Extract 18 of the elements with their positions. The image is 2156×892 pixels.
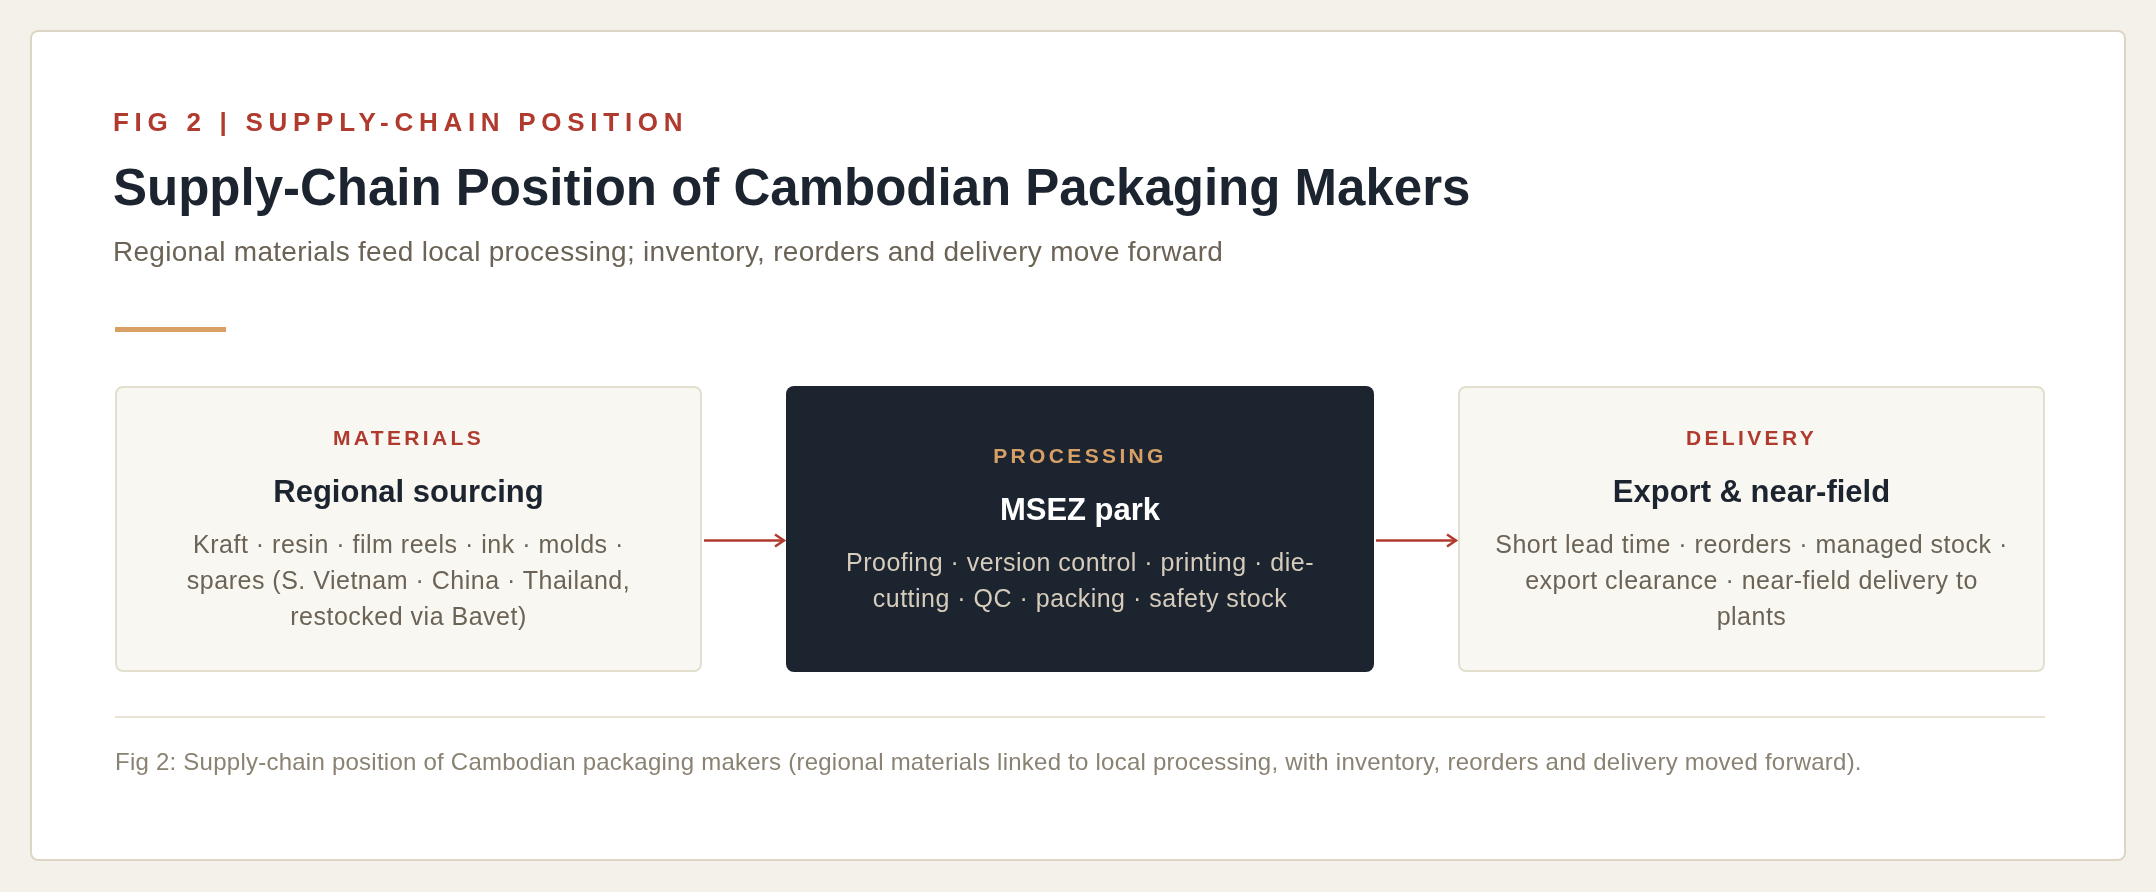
figure-kicker: FIG 2 | SUPPLY-CHAIN POSITION	[113, 106, 689, 139]
stage-card	[1458, 386, 2045, 672]
stage-heading: MSEZ park	[999, 491, 1161, 529]
stage-description: Proofing · version control · printing · die-cutting · QC · packing · safety stock	[845, 547, 1315, 614]
stage-label: DELIVERY	[1685, 425, 1818, 451]
stage-card	[786, 386, 1374, 672]
diagram-title: Supply-Chain Position of Cambodian Packaging Makers	[113, 158, 1471, 218]
stage-description: Kraft · resin · film reels · ink · molds · spares (S. Vietnam · China · Thailand, restocked via Bavet)	[185, 529, 632, 632]
stage-label: PROCESSING	[993, 443, 1167, 469]
stage-label: MATERIALS	[332, 425, 485, 451]
arrow	[704, 533, 786, 548]
stage-description: Short lead time · reorders · managed stock · export clearance · near-field delivery to plants	[1494, 529, 2009, 632]
arrow	[1376, 533, 1458, 548]
subtitle: Regional materials feed local processing; inventory, reorders and delivery move forward	[113, 235, 1224, 269]
stage-card	[115, 386, 702, 672]
stage-heading: Regional sourcing	[273, 473, 544, 511]
figure-caption: Fig 2: Supply-chain position of Cambodian packaging makers (regional materials linked to local processing, with inventory, reorders and delivery moved forward).	[115, 747, 1862, 777]
stage-heading: Export & near-field	[1612, 473, 1891, 511]
